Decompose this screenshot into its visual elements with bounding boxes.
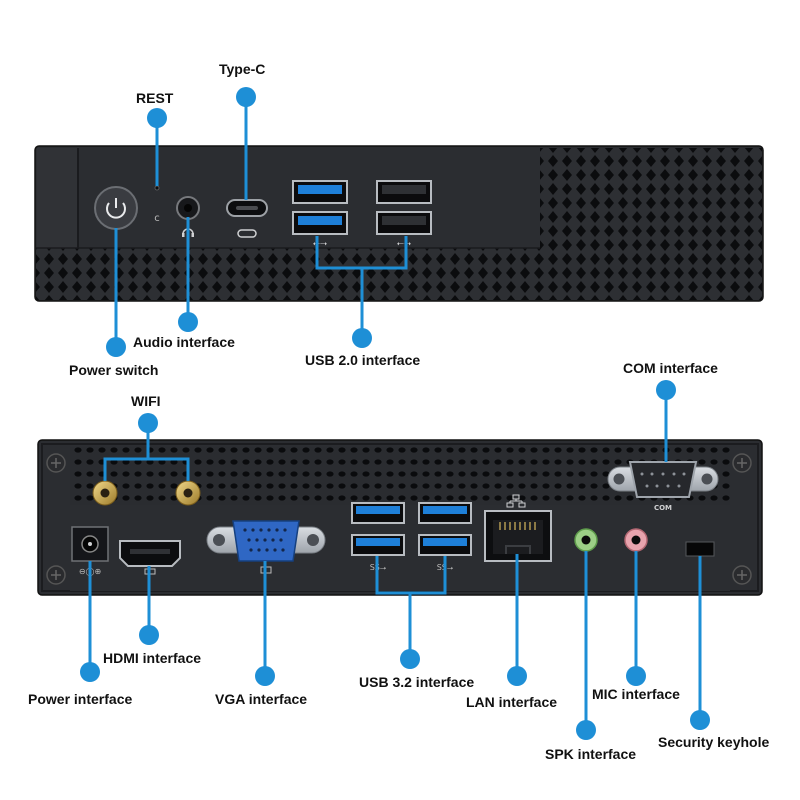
network-icon — [506, 494, 526, 508]
label-mic-interface: MIC interface — [592, 686, 680, 702]
label-usb32-interface: USB 3.2 interface — [359, 674, 475, 690]
front-usb3-port-bottom — [292, 211, 348, 235]
callout-dot-lan — [507, 666, 527, 686]
usb-icon: ⭠⭢ ⭠⭢ — [313, 239, 411, 249]
label-hdmi-interface: HDMI interface — [103, 650, 202, 666]
callout-dots — [80, 87, 710, 740]
audio-jack — [176, 196, 200, 237]
callout-dot-mic — [626, 666, 646, 686]
callout-dot-power-interface — [80, 662, 100, 682]
label-vga-interface: VGA interface — [215, 691, 308, 707]
callout-dot-usb20 — [352, 328, 372, 348]
callout-dot-vga — [255, 666, 275, 686]
svg-text:⭠⭢: ⭠⭢ — [313, 239, 327, 249]
label-lan-interface: LAN interface — [466, 694, 558, 710]
callout-dot-audio — [178, 312, 198, 332]
power-button — [94, 186, 138, 230]
callout-dot-type-c — [236, 87, 256, 107]
callout-dot-hdmi — [139, 625, 159, 645]
callout-dot-spk — [576, 720, 596, 740]
label-security-keyhole: Security keyhole — [658, 734, 770, 750]
hdmi-port — [119, 540, 181, 575]
svg-text:c: c — [154, 213, 160, 224]
callout-dot-com — [656, 380, 676, 400]
com-port-mark: COM — [654, 504, 672, 512]
mic-jack — [624, 528, 648, 552]
callout-dot-power-switch — [106, 337, 126, 357]
label-power-switch: Power switch — [69, 362, 159, 378]
vga-port — [206, 520, 326, 574]
svg-text:⭠⭢: ⭠⭢ — [397, 239, 411, 249]
label-usb20-interface: USB 2.0 interface — [305, 352, 421, 368]
com-port: COM — [607, 461, 719, 512]
callout-dot-keyhole — [690, 710, 710, 730]
front-usb3-port-top — [292, 180, 348, 204]
type-c-port — [226, 199, 268, 238]
callout-dot-wifi — [138, 413, 158, 433]
label-power-interface: Power interface — [28, 691, 133, 707]
label-wifi: WIFI — [131, 393, 161, 409]
callouts — [88, 97, 702, 730]
label-com-interface: COM interface — [623, 360, 718, 376]
label-spk-interface: SPK interface — [545, 746, 637, 762]
wifi-antenna-left — [92, 480, 118, 506]
callout-dot-rest — [147, 108, 167, 128]
lan-port — [484, 494, 552, 562]
spk-jack — [574, 528, 598, 552]
front-usb2-port-top — [376, 180, 432, 204]
front-usb2-port-bottom — [376, 211, 432, 235]
power-icon — [106, 198, 126, 219]
label-rest: REST — [136, 90, 174, 106]
label-type-c: Type-C — [219, 61, 266, 77]
security-keyhole — [685, 541, 715, 557]
callout-dot-usb32 — [400, 649, 420, 669]
wifi-antenna-right — [175, 480, 201, 506]
label-audio-interface: Audio interface — [133, 334, 235, 350]
